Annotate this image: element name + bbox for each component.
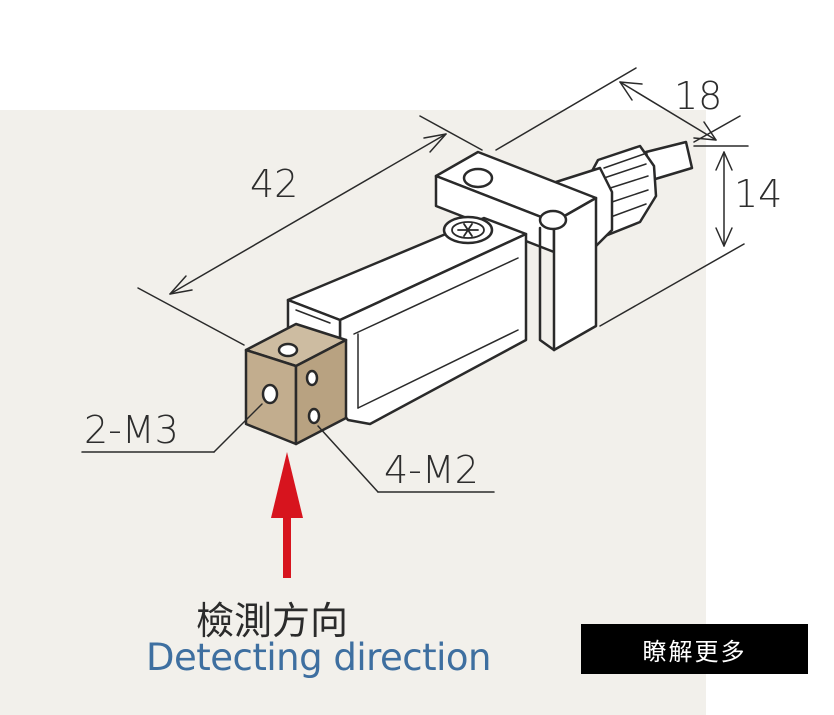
detecting-direction-en: Detecting direction bbox=[146, 636, 492, 679]
dimension-18 bbox=[495, 67, 741, 151]
detection-arrow bbox=[271, 452, 303, 578]
dimension-14-label: 14 bbox=[734, 172, 783, 216]
sensing-tip bbox=[244, 322, 348, 446]
learn-more-button[interactable]: 瞭解更多 bbox=[581, 624, 808, 674]
detecting-direction-cn: 檢測方向 bbox=[196, 599, 349, 643]
callout-2-m3-label: 2-M3 bbox=[84, 408, 179, 452]
dimension-42 bbox=[137, 115, 483, 346]
leader-4-m2 bbox=[317, 425, 495, 493]
leader-2-m3 bbox=[81, 403, 263, 453]
dimension-42-label: 42 bbox=[250, 162, 299, 206]
dimension-18-label: 18 bbox=[674, 74, 723, 118]
callout-4-m2-label: 4-M2 bbox=[384, 448, 479, 492]
dimension-14 bbox=[599, 145, 749, 327]
mounting-flange bbox=[434, 150, 598, 352]
